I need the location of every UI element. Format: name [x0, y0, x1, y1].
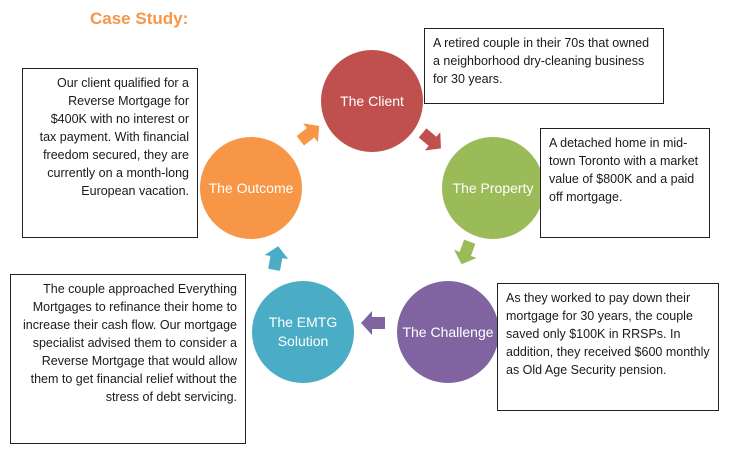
client-description: A retired couple in their 70s that owned… [424, 28, 664, 104]
arrow-outcome-to-client [296, 123, 320, 146]
solution-description: The couple approached Everything Mortgag… [10, 274, 246, 444]
node-challenge-label: The Challenge [402, 323, 494, 340]
arrow-solution-to-outcome [264, 246, 289, 271]
arrow-property-to-challenge [454, 239, 477, 265]
case-study-title: Case Study: [90, 9, 189, 28]
node-outcome: The Outcome [200, 137, 302, 239]
outcome-description: Our client qualified for a Reverse Mortg… [22, 68, 198, 238]
challenge-description: As they worked to pay down their mortgag… [497, 283, 719, 411]
node-client: The Client [321, 50, 423, 152]
node-outcome-label: The Outcome [208, 179, 294, 196]
node-property-label: The Property [452, 179, 534, 196]
property-description: A detached home in mid-town Toronto with… [540, 128, 710, 238]
node-challenge: The Challenge [397, 281, 499, 383]
arrow-challenge-to-solution [361, 311, 385, 335]
node-solution-label: The EMTG Solution [268, 314, 338, 349]
node-property: The Property [442, 137, 544, 239]
node-client-label: The Client [340, 92, 404, 109]
node-solution: The EMTG Solution [252, 281, 354, 383]
arrow-client-to-property [418, 128, 441, 151]
